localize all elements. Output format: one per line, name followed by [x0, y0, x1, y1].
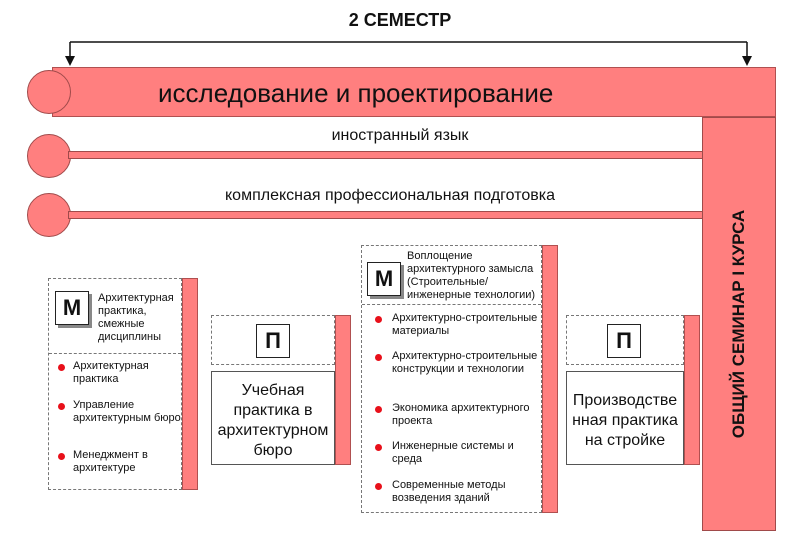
module2-item: Архитектурно-строительные конструкции и …: [392, 350, 538, 375]
practice2-badge: П: [607, 324, 641, 358]
bullet-icon: [375, 316, 382, 323]
practice1-badge: П: [256, 324, 290, 358]
professional-training-circle: [27, 193, 71, 237]
practice1-title: Учебная практика в архитектурном бюро: [217, 382, 329, 459]
practice2-title: Производстве нная практика на стройке: [572, 392, 678, 449]
module2-item: Инженерные системы и среда: [392, 440, 514, 465]
module2-title: Воплощение архитектурного замысла (Строи…: [407, 250, 536, 301]
bullet-icon: [58, 453, 65, 460]
practice2-header: П: [566, 315, 684, 365]
bullet-icon: [375, 483, 382, 490]
practice1-shadow: [335, 315, 351, 465]
module2-card: М Воплощение архитектурного замысла (Стр…: [361, 245, 542, 513]
research-design-circle: [27, 70, 71, 114]
bullet-icon: [58, 364, 65, 371]
foreign-language-circle: [27, 134, 71, 178]
research-design-bar: исследование и проектирование: [52, 67, 776, 117]
module1-card: М Архитектурная практика, смежные дисцип…: [48, 278, 182, 490]
practice1-header: П: [211, 315, 335, 365]
module2-item: Современные методы возведения зданий: [392, 479, 506, 504]
module1-badge: М: [55, 291, 89, 325]
module2-shadow: [542, 245, 558, 513]
practice1-card: Учебная практика в архитектурном бюро: [211, 371, 335, 465]
general-seminar-bar: ОБЩИЙ СЕМИНАР I КУРСА: [702, 117, 776, 531]
module1-title: Архитектурная практика, смежные дисципли…: [98, 292, 174, 343]
module1-divider: [49, 353, 181, 354]
module2-divider: [362, 304, 541, 305]
practice2-shadow: [684, 315, 700, 465]
module1-shadow: [182, 278, 198, 490]
practice2-card: Производстве нная практика на стройке: [566, 371, 684, 465]
foreign-language-bar: [68, 151, 704, 159]
semester-title: 2 СЕМЕСТР: [348, 10, 452, 30]
bullet-icon: [58, 403, 65, 410]
module1-item: Менеджмент в архитектуре: [73, 449, 148, 474]
module2-item: Экономика архитектурного проекта: [392, 402, 530, 427]
module1-item: Управление архитектурным бюро: [73, 399, 181, 424]
bullet-icon: [375, 406, 382, 413]
bullet-icon: [375, 354, 382, 361]
professional-training-bar: [68, 211, 704, 219]
general-seminar-label: ОБЩИЙ СЕМИНАР I КУРСА: [729, 209, 748, 439]
module1-item: Архитектурная практика: [73, 360, 149, 385]
module2-badge: М: [367, 262, 401, 296]
bullet-icon: [375, 444, 382, 451]
foreign-language-label: иностранный язык: [331, 127, 469, 144]
research-design-label: исследование и проектирование: [158, 78, 554, 108]
module2-item: Архитектурно-строительные материалы: [392, 312, 538, 337]
professional-training-label: комплексная профессиональная подготовка: [225, 187, 555, 204]
